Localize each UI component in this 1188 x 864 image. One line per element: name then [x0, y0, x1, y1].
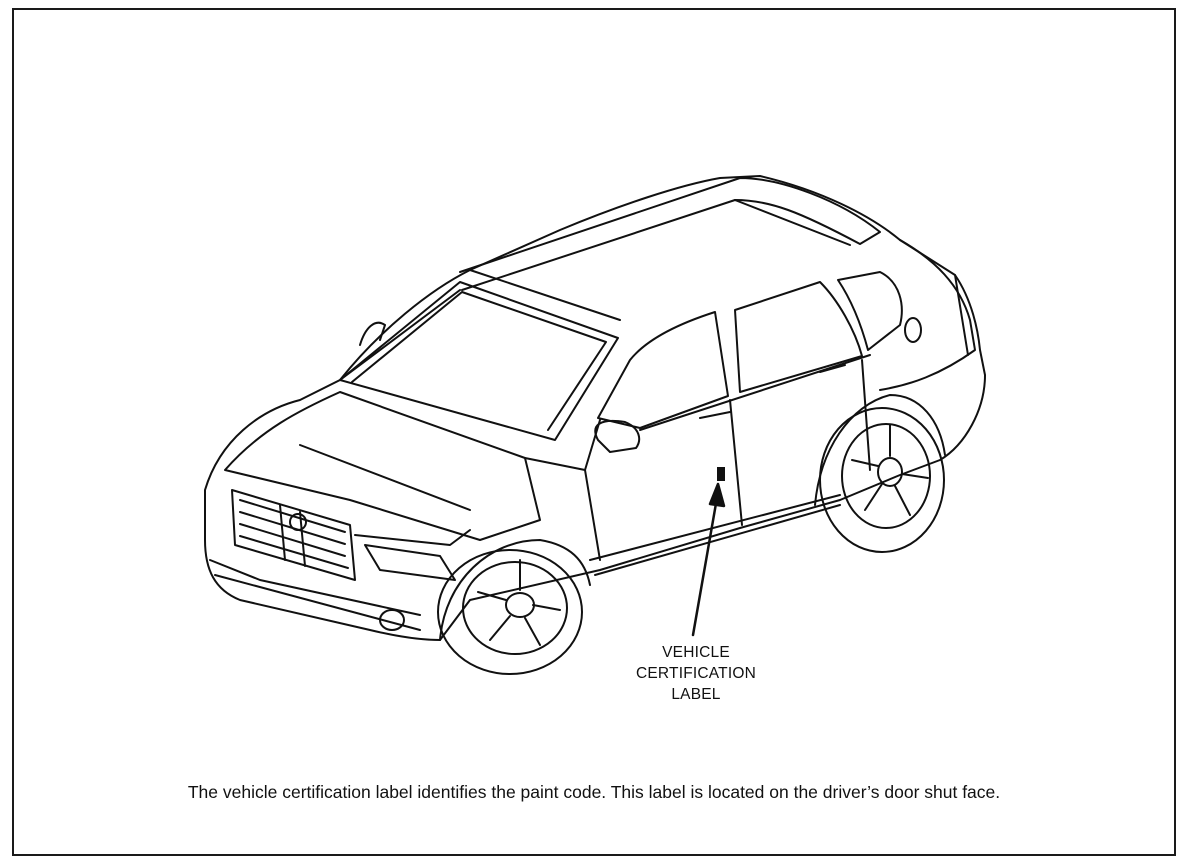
car-body [204, 175, 986, 641]
callout-label: VEHICLE CERTIFICATION LABEL [596, 642, 796, 705]
caption-text: The vehicle certification label identifi… [187, 782, 1001, 802]
rear-wheel [819, 407, 945, 553]
callout-line-3: LABEL [671, 686, 721, 703]
callout-arrow [691, 482, 726, 637]
callout-line-2: CERTIFICATION [635, 665, 756, 682]
callout-line-1: VEHICLE [662, 644, 730, 661]
certification-label-marker [717, 467, 725, 481]
front-wheel [437, 549, 583, 675]
diagram-frame [12, 8, 1176, 856]
